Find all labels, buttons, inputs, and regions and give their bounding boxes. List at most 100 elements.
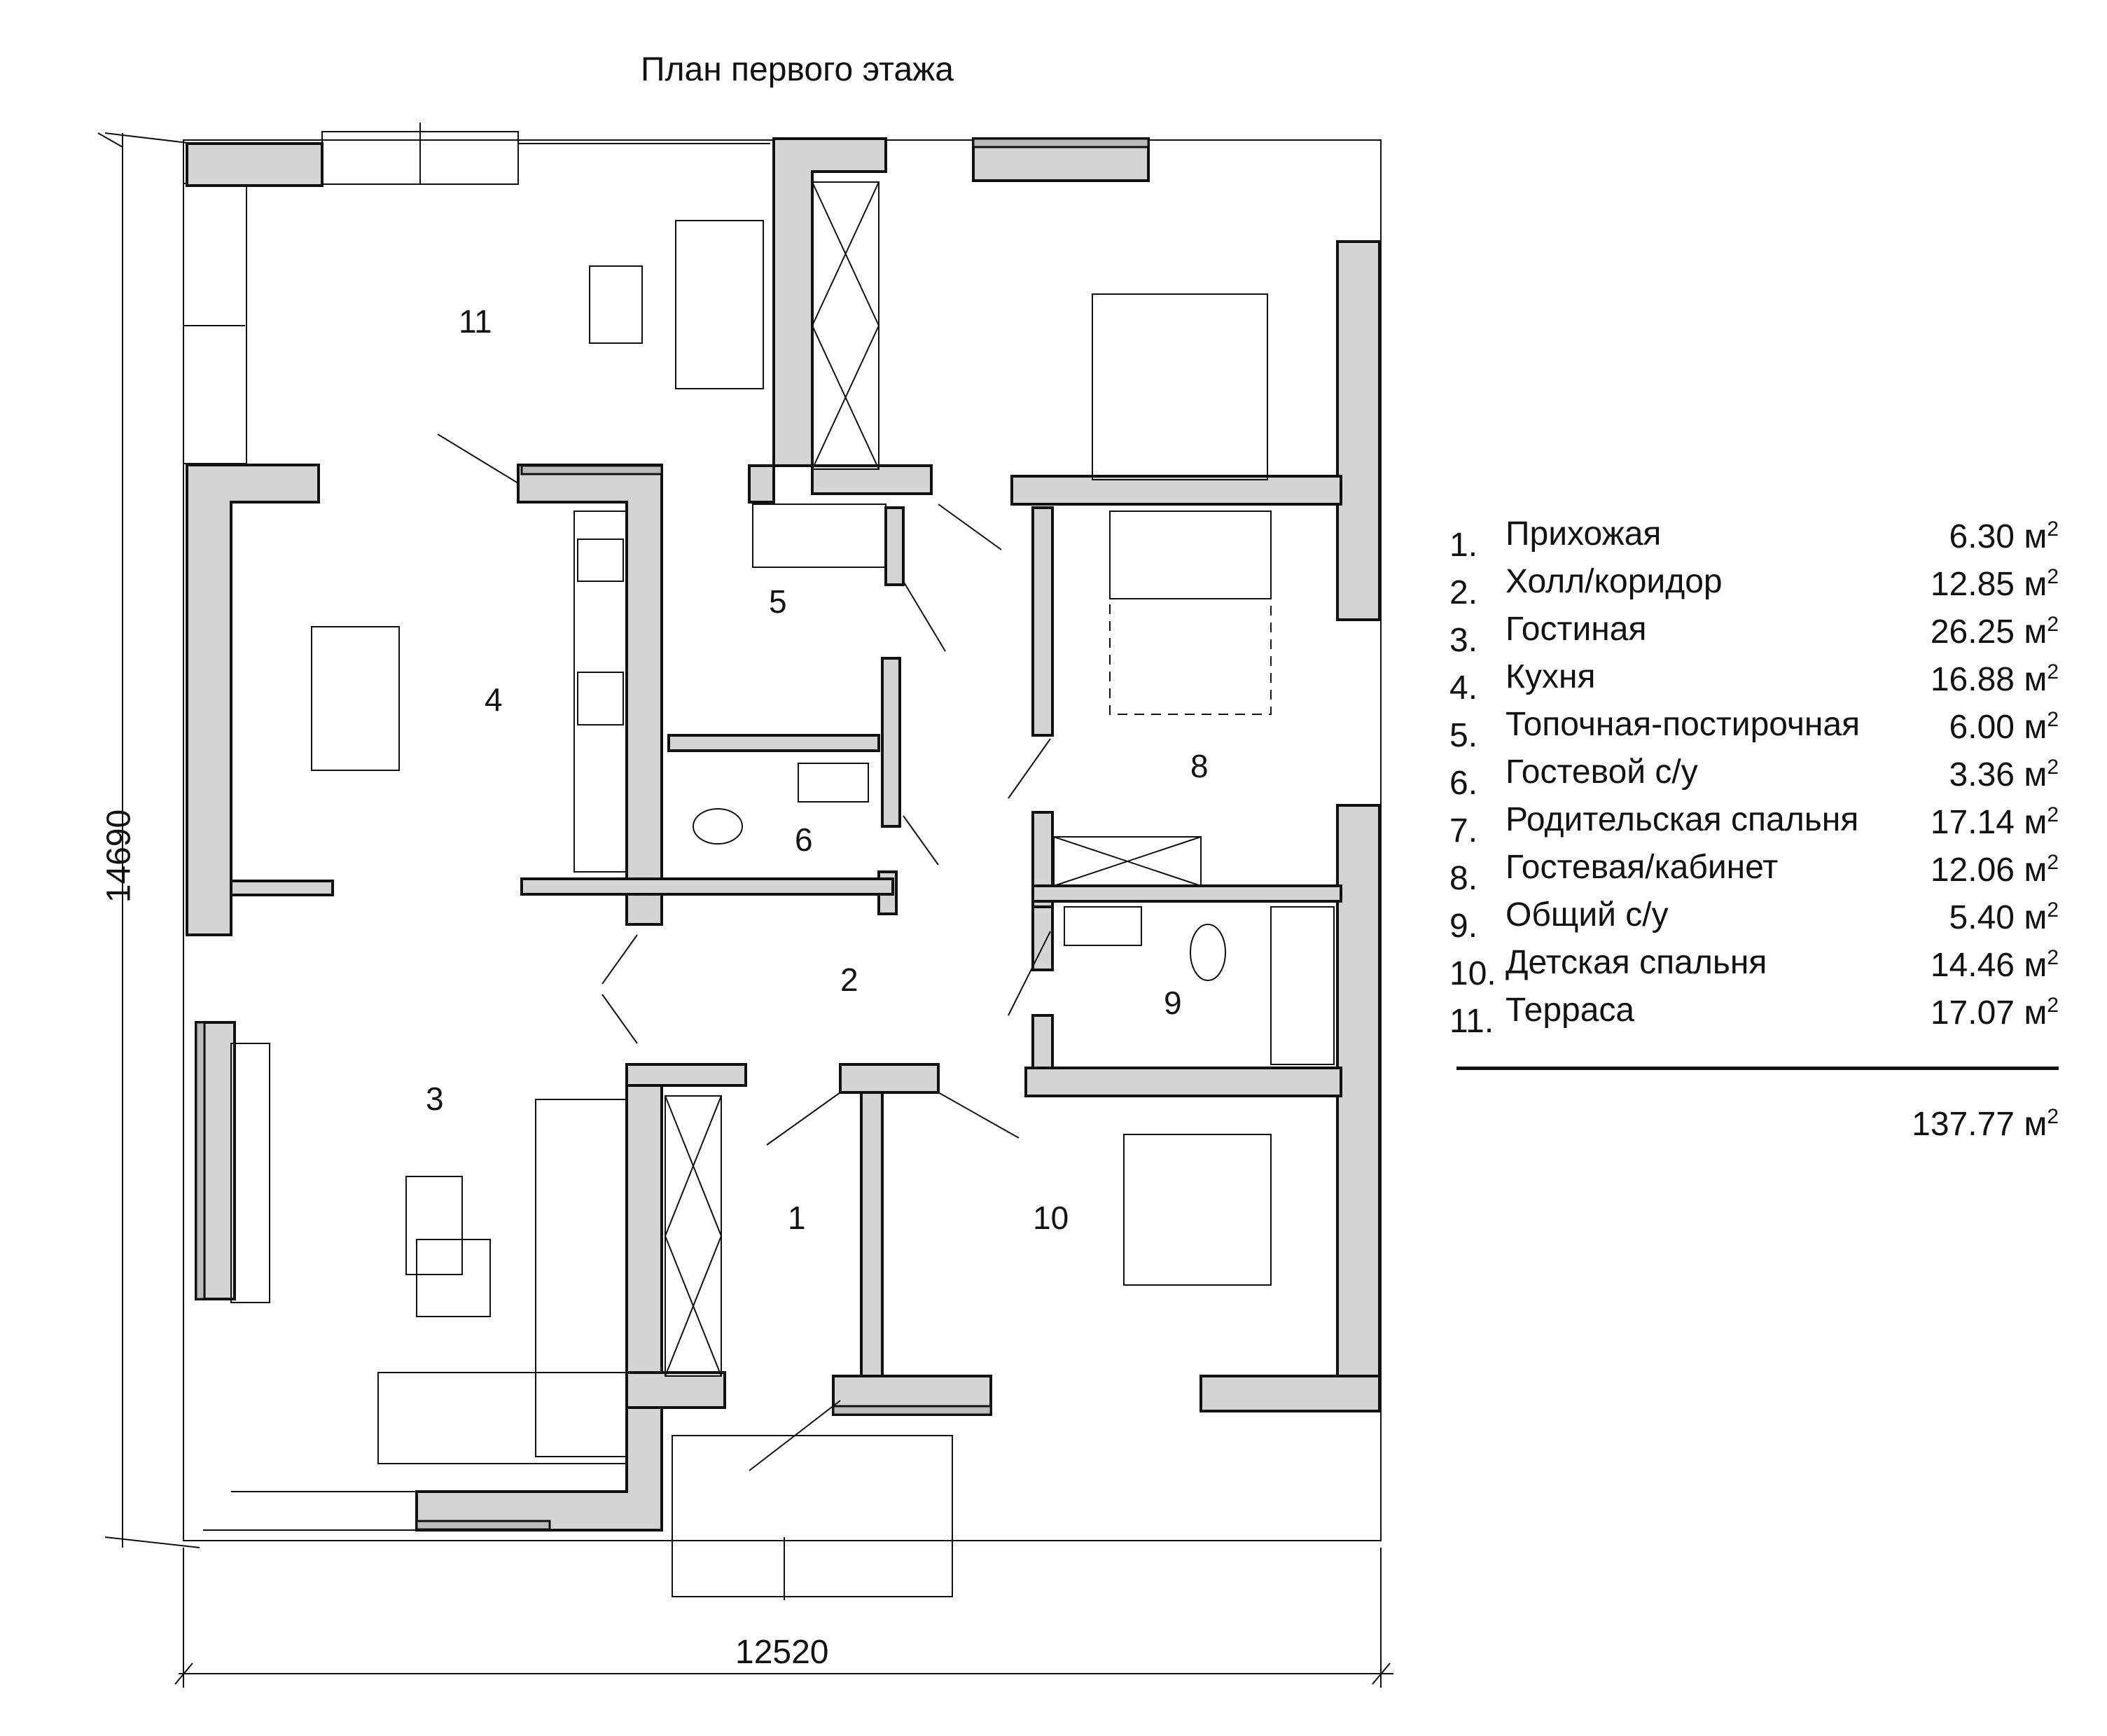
terrace-table: [589, 265, 643, 344]
legend-room-name: Топочная-постирочная: [1506, 706, 1861, 743]
legend-area-value: 12.85: [1930, 566, 2015, 603]
dining-table: [311, 626, 400, 771]
legend-area-unit: м: [2024, 852, 2047, 889]
legend-area-unit: м: [2024, 804, 2047, 841]
legend-room-name: Родительская спальня: [1506, 801, 1859, 838]
legend-row: 5. Топочная-постирочная 6.00 м2: [1449, 705, 2059, 754]
dimension-width: 12520: [735, 1634, 829, 1671]
room-label-8: 8: [1190, 748, 1209, 784]
legend-number: 8.: [1449, 860, 1478, 897]
legend-area-value: 17.07: [1930, 994, 2015, 1032]
total-sup: 2: [2047, 1105, 2059, 1128]
bed-kids: [1123, 1134, 1272, 1286]
legend-area-unit: м: [2024, 661, 2047, 698]
legend-area-value: 16.88: [1930, 661, 2015, 698]
room-label-11: 11: [459, 303, 492, 340]
legend-number: 3.: [1449, 622, 1478, 659]
room-label-3: 3: [426, 1081, 444, 1117]
legend-area-sup: 2: [2047, 518, 2059, 541]
legend-area-unit: м: [2024, 947, 2047, 984]
room-label-2: 2: [840, 961, 858, 998]
legend-area: 26.25 м2: [1931, 613, 2059, 651]
legend-area-sup: 2: [2047, 803, 2059, 826]
legend-area-value: 17.14: [1930, 804, 2015, 841]
bed-parents: [1092, 293, 1268, 480]
legend-room-name: Гостевой с/у: [1506, 754, 1698, 791]
legend-number: 6.: [1449, 765, 1478, 802]
legend-area-sup: 2: [2047, 756, 2059, 779]
legend-number: 4.: [1449, 669, 1478, 707]
legend-area-unit: м: [2024, 994, 2047, 1032]
total-unit: м: [2024, 1106, 2047, 1143]
laundry: [752, 504, 886, 568]
dimension-height: 14690: [100, 809, 138, 903]
legend-area: 6.00 м2: [1949, 708, 2059, 747]
legend-row: 9. Общий с/у 5.40 м2: [1449, 896, 2059, 945]
legend-number: 10.: [1449, 955, 1496, 992]
legend-room-name: Кухня: [1506, 658, 1596, 695]
legend-area: 17.07 м2: [1931, 994, 2059, 1032]
room-label-6: 6: [795, 821, 813, 858]
room-label-9: 9: [1164, 985, 1182, 1021]
legend-number: 11.: [1449, 1003, 1494, 1040]
legend-area-unit: м: [2024, 709, 2047, 746]
legend-number: 9.: [1449, 908, 1478, 945]
legend-area-sup: 2: [2047, 994, 2059, 1017]
legend-row: 1. Прихожая 6.30 м2: [1449, 515, 2059, 564]
dimension-lines: [97, 132, 1393, 1688]
legend-room-name: Холл/коридор: [1506, 563, 1723, 600]
legend-area-sup: 2: [2047, 946, 2059, 969]
legend-divider: [1456, 1067, 2059, 1070]
legend-area-sup: 2: [2047, 660, 2059, 683]
legend-area-value: 5.40: [1949, 899, 2015, 936]
legend-area-value: 26.25: [1930, 613, 2015, 651]
legend-row: 4. Кухня 16.88 м2: [1449, 658, 2059, 707]
legend-row: 6. Гостевой с/у 3.36 м2: [1449, 753, 2059, 802]
room-label-1: 1: [788, 1200, 806, 1236]
legend-area: 3.36 м2: [1949, 756, 2059, 794]
legend-area-sup: 2: [2047, 898, 2059, 922]
window-hatches: [195, 137, 1150, 1531]
living-sofa: [377, 1372, 627, 1464]
sofa-guest: [1109, 511, 1272, 599]
legend-area-value: 14.46: [1930, 947, 2015, 984]
legend-number: 5.: [1449, 717, 1478, 754]
legend-area-unit: м: [2024, 518, 2047, 555]
legend-area: 5.40 м2: [1949, 898, 2059, 937]
legend-area-unit: м: [2024, 899, 2047, 936]
legend-area: 14.46 м2: [1931, 946, 2059, 985]
legend-area-value: 6.00: [1949, 709, 2015, 746]
legend-total: 137.77 м2: [1912, 1105, 2059, 1144]
bathtub: [1270, 906, 1335, 1065]
legend-row: 10. Детская спальня 14.46 м2: [1449, 943, 2059, 992]
interior-lines: [203, 181, 1202, 1600]
walls: [186, 137, 1381, 1532]
legend-room-name: Прихожая: [1506, 515, 1662, 553]
legend-area-unit: м: [2024, 613, 2047, 651]
legend-row: 3. Гостиная 26.25 м2: [1449, 610, 2059, 659]
legend-room-name: Терраса: [1506, 992, 1635, 1029]
room-labels: 1 2 3 4 5 6 8 9 10 11: [426, 303, 1209, 1236]
legend-room-name: Детская спальня: [1506, 944, 1767, 981]
legend-area-value: 6.30: [1949, 518, 2015, 555]
legend-room-name: Общий с/у: [1506, 896, 1669, 933]
legend-area: 17.14 м2: [1931, 803, 2059, 842]
legend-area-value: 12.06: [1930, 852, 2015, 889]
legend-number: 1.: [1449, 527, 1478, 564]
legend-area-value: 3.36: [1949, 756, 2015, 793]
legend-area: 16.88 м2: [1931, 660, 2059, 699]
kitchen-counter: [573, 511, 627, 873]
legend-row: 11. Терраса 17.07 м2: [1449, 991, 2059, 1040]
legend-area-unit: м: [2024, 566, 2047, 603]
room-label-5: 5: [769, 583, 787, 620]
legend-area-sup: 2: [2047, 565, 2059, 588]
legend-area: 12.85 м2: [1931, 565, 2059, 604]
room-label-4: 4: [485, 681, 503, 718]
total-area: 137.77: [1912, 1106, 2015, 1143]
legend-area-sup: 2: [2047, 708, 2059, 731]
legend-room-name: Гостиная: [1506, 611, 1647, 648]
legend-area-unit: м: [2024, 756, 2047, 793]
legend-number: 2.: [1449, 574, 1478, 611]
